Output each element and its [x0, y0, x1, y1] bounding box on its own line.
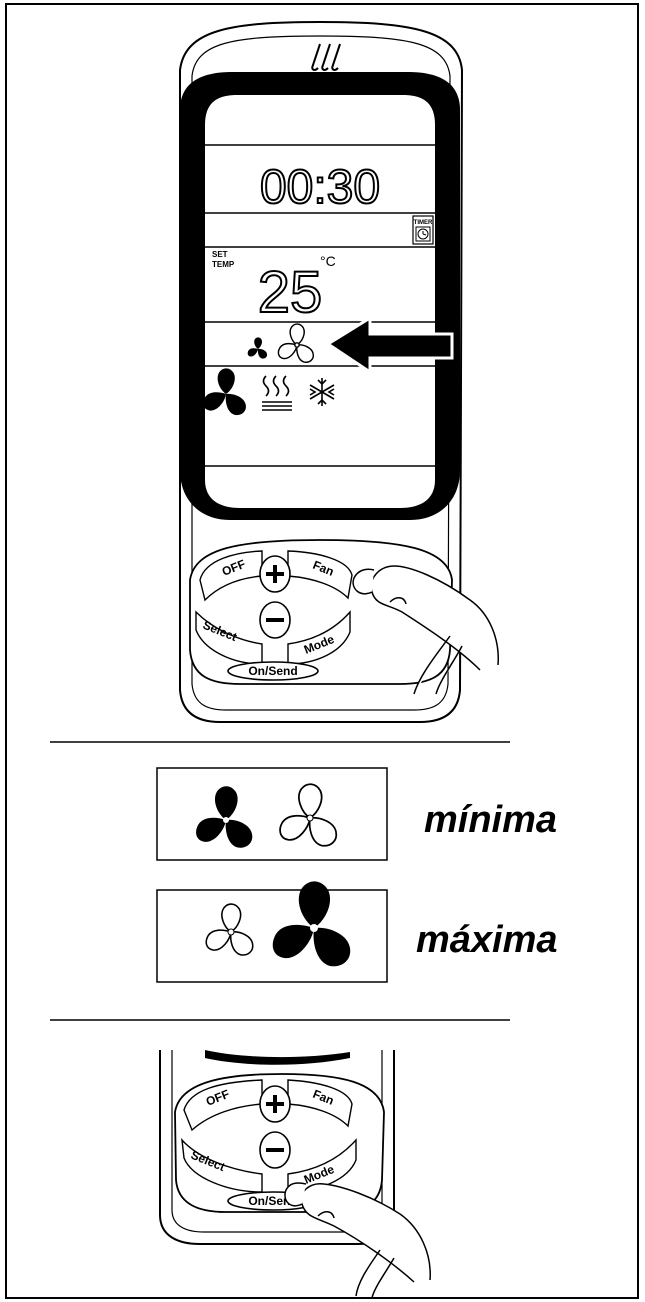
fan-button[interactable]: Fan [287, 550, 353, 600]
set-label: SET [212, 250, 228, 259]
pointing-hand-icon [352, 565, 499, 695]
max-speed-label: máxima [416, 919, 558, 961]
timer-badge: TIMER [412, 215, 434, 245]
arrow-left-icon [325, 315, 454, 375]
temp-label: TEMP [212, 260, 235, 269]
mode-button[interactable]: Mode [287, 610, 351, 665]
heat-mode-icon [262, 375, 292, 411]
clock-display: 00:30 [260, 161, 380, 214]
remote-control-top: 00:30 TIMER SET TEMP 25 °C [179, 20, 499, 723]
min-speed-label: mínima [424, 799, 557, 841]
minus-button-2[interactable] [259, 1131, 291, 1169]
page-border [5, 3, 639, 1299]
remote-control-bottom: OFF Fan Select Mode [159, 1050, 431, 1299]
temperature-display: 25 [258, 260, 323, 325]
speed-max-panel: máxima [156, 881, 558, 983]
temp-unit: °C [320, 253, 336, 269]
lcd-screen [205, 95, 435, 508]
on-send-label: On/Send [248, 664, 297, 678]
fan-small-outline-icon [277, 323, 315, 363]
on-send-button[interactable]: On/Send [227, 661, 319, 681]
cool-mode-icon [309, 378, 335, 406]
speed-min-panel: mínima [156, 767, 557, 861]
off-button-2[interactable]: OFF [183, 1079, 263, 1132]
fan-button-2[interactable]: Fan [287, 1079, 353, 1128]
brand-logo [311, 43, 341, 71]
display-bezel-edge [205, 1050, 350, 1065]
timer-clock-icon [415, 226, 431, 242]
plus-button-2[interactable] [259, 1085, 291, 1123]
plus-button[interactable] [259, 555, 291, 593]
minus-button[interactable] [259, 601, 291, 639]
pointing-hand-icon-2 [284, 1182, 431, 1299]
timer-label: TIMER [414, 220, 433, 226]
